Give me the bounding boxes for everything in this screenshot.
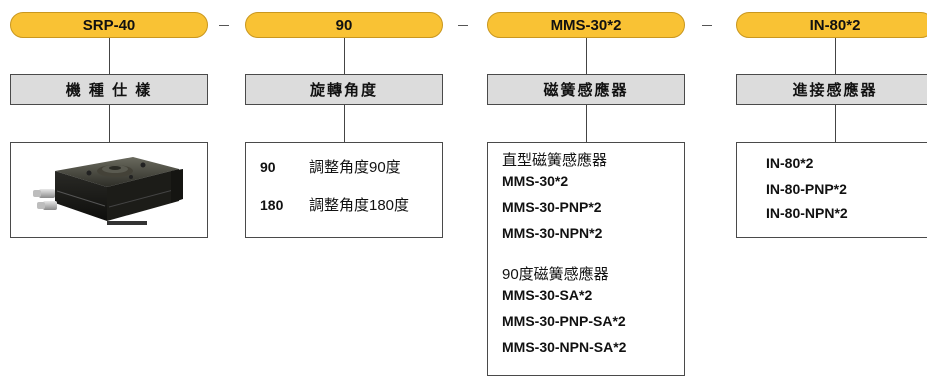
header-reed-sensor: 磁簧感應器 [487,74,685,105]
sensor-group2-title: 90度磁簧感應器 [502,266,609,283]
connector-model-bottom [109,105,110,142]
code-model-pill: SRP-40 [10,12,208,38]
angle-option-desc: 調整角度180度 [309,197,410,214]
proximity-option: IN-80-NPN*2 [766,205,848,221]
proximity-option: IN-80-PNP*2 [766,181,847,197]
angle-option-value: 90 [260,159,276,175]
angle-option-value: 180 [260,197,284,213]
connector-angle-bottom [344,105,345,142]
angle-option-desc: 調整角度90度 [309,159,401,176]
header-proximity-sensor: 進接感應器 [736,74,927,105]
sensor-options-box: 直型磁簧感應器 MMS-30*2 MMS-30-PNP*2 MMS-30-NPN… [487,142,685,376]
sensor-group1-title: 直型磁簧感應器 [502,152,608,169]
angle-option-row: 180 調整角度180度 [260,194,409,215]
header-model-spec: 機 種 仕 樣 [10,74,208,105]
connector-model-top [109,38,110,74]
code-sensor-pill: MMS-30*2 [487,12,685,38]
connector-proximity-bottom [835,105,836,142]
connector-sensor-bottom [586,105,587,142]
code-angle-pill: 90 [245,12,443,38]
connector-sensor-top [586,38,587,74]
separator-dash-1 [219,25,229,26]
header-rotation-angle: 旋轉角度 [245,74,443,105]
angle-option-row: 90 調整角度90度 [260,156,401,177]
separator-dash-3 [702,25,712,26]
sensor-option: MMS-30-SA*2 [502,287,593,303]
angle-options-box: 90 調整角度90度 180 調整角度180度 [245,142,443,238]
proximity-options-box: IN-80*2 IN-80-PNP*2 IN-80-NPN*2 [736,142,927,238]
sensor-option: MMS-30-PNP*2 [502,199,602,215]
connector-proximity-top [835,38,836,74]
sensor-option: MMS-30-NPN*2 [502,225,603,241]
connector-angle-top [344,38,345,74]
rotary-cylinder-image [33,157,183,225]
sensor-option: MMS-30-NPN-SA*2 [502,339,627,355]
sensor-option: MMS-30*2 [502,173,569,189]
model-image-box [10,142,208,238]
separator-dash-2 [458,25,468,26]
code-proximity-pill: IN-80*2 [736,12,927,38]
proximity-option: IN-80*2 [766,155,814,171]
sensor-option: MMS-30-PNP-SA*2 [502,313,626,329]
